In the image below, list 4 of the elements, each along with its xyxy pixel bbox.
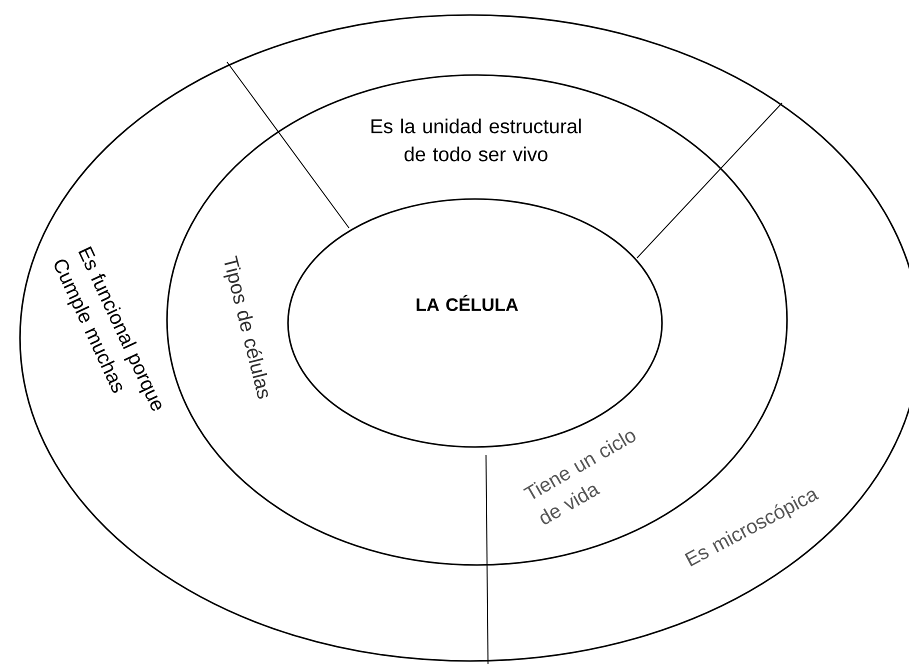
ring-label: Es la unidad estructural de todo ser vivo xyxy=(372,118,581,162)
ring-label: LA CÉLULA xyxy=(416,294,518,312)
ring-label: Tipos de células xyxy=(223,256,268,399)
ring-label: Tiene un ciclo de vida xyxy=(523,432,636,524)
